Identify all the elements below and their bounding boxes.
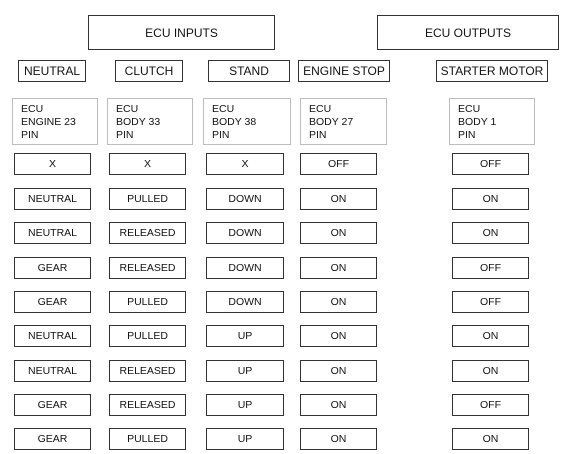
- cell-engine-stop: ON: [300, 188, 377, 210]
- cell-starter-motor: ON: [452, 222, 529, 244]
- cell-stand: DOWN: [206, 188, 284, 210]
- cell-starter-motor: OFF: [452, 291, 529, 313]
- cell-clutch: PULLED: [109, 188, 186, 210]
- cell-engine-stop: ON: [300, 428, 377, 450]
- cell-clutch: RELEASED: [109, 222, 186, 244]
- cell-clutch: RELEASED: [109, 257, 186, 279]
- cell-starter-motor: OFF: [452, 257, 529, 279]
- cell-stand: UP: [206, 325, 284, 347]
- cell-starter-motor: OFF: [452, 394, 529, 416]
- pin-body-27: ECU BODY 27 PIN: [300, 98, 387, 145]
- cell-engine-stop: OFF: [300, 153, 377, 175]
- signal-starter-motor: STARTER MOTOR: [436, 60, 548, 82]
- cell-stand: UP: [206, 428, 284, 450]
- cell-stand: DOWN: [206, 291, 284, 313]
- cell-stand: X: [206, 153, 284, 175]
- cell-clutch: PULLED: [109, 428, 186, 450]
- cell-neutral: GEAR: [14, 257, 91, 279]
- cell-clutch: RELEASED: [109, 394, 186, 416]
- cell-neutral: NEUTRAL: [14, 188, 91, 210]
- cell-neutral: X: [14, 153, 91, 175]
- cell-neutral: GEAR: [14, 428, 91, 450]
- cell-clutch: RELEASED: [109, 360, 186, 382]
- pin-body-38: ECU BODY 38 PIN: [203, 98, 291, 145]
- cell-stand: UP: [206, 360, 284, 382]
- signal-engine-stop: ENGINE STOP: [298, 60, 390, 82]
- cell-stand: DOWN: [206, 257, 284, 279]
- cell-starter-motor: ON: [452, 360, 529, 382]
- cell-stand: UP: [206, 394, 284, 416]
- cell-clutch: PULLED: [109, 291, 186, 313]
- pin-engine-23: ECU ENGINE 23 PIN: [12, 98, 98, 145]
- signal-clutch: CLUTCH: [115, 60, 183, 82]
- cell-starter-motor: ON: [452, 325, 529, 347]
- cell-starter-motor: OFF: [452, 153, 529, 175]
- cell-engine-stop: ON: [300, 222, 377, 244]
- signal-neutral: NEUTRAL: [18, 60, 86, 82]
- signal-stand: STAND: [208, 60, 290, 82]
- pin-body-33: ECU BODY 33 PIN: [107, 98, 193, 145]
- cell-engine-stop: ON: [300, 394, 377, 416]
- cell-neutral: NEUTRAL: [14, 360, 91, 382]
- cell-engine-stop: ON: [300, 360, 377, 382]
- cell-stand: DOWN: [206, 222, 284, 244]
- ecu-inputs-header: ECU INPUTS: [88, 15, 275, 50]
- cell-engine-stop: ON: [300, 325, 377, 347]
- cell-neutral: GEAR: [14, 394, 91, 416]
- pin-body-1: ECU BODY 1 PIN: [449, 98, 535, 145]
- cell-engine-stop: ON: [300, 291, 377, 313]
- ecu-outputs-header: ECU OUTPUTS: [377, 15, 559, 50]
- cell-clutch: PULLED: [109, 325, 186, 347]
- cell-neutral: NEUTRAL: [14, 222, 91, 244]
- cell-starter-motor: ON: [452, 188, 529, 210]
- cell-starter-motor: ON: [452, 428, 529, 450]
- cell-engine-stop: ON: [300, 257, 377, 279]
- cell-clutch: X: [109, 153, 186, 175]
- cell-neutral: NEUTRAL: [14, 325, 91, 347]
- cell-neutral: GEAR: [14, 291, 91, 313]
